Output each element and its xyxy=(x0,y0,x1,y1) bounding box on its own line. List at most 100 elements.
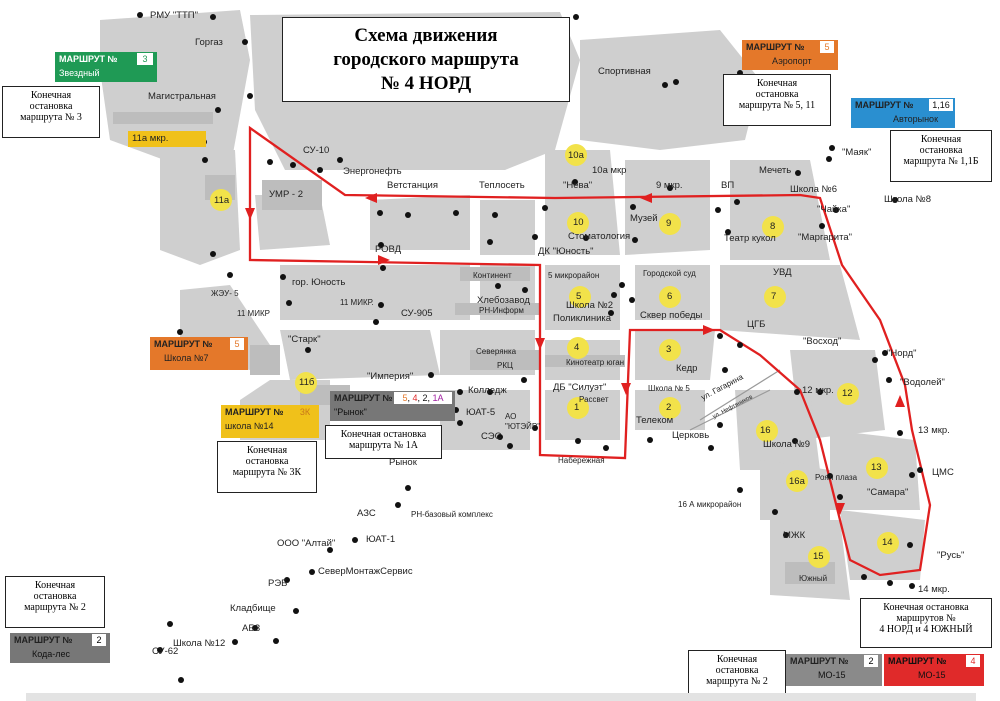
route-number: 2 xyxy=(92,634,106,646)
label-kolledzh: Колледж xyxy=(468,385,507,396)
note-line: остановка xyxy=(33,591,77,602)
route-stop: Школа №7 xyxy=(164,353,209,363)
label-mzhk: МЖК xyxy=(783,530,806,541)
route-number: 2 xyxy=(864,655,878,667)
route-badge-3[interactable]: МАРШРУТ № 3 Звездный xyxy=(55,52,157,82)
label-cms: ЦМС xyxy=(932,467,954,478)
terminal-note-route-2-south: Конечная остановка маршрута № 2 xyxy=(688,650,786,700)
label-10a-mkr: 10а мкр xyxy=(592,165,627,176)
note-line: Конечная остановка xyxy=(340,429,427,440)
label-vodoley: "Водолей" xyxy=(900,377,945,388)
route-badge-3k[interactable]: МАРШРУТ № 3К школа №14 xyxy=(221,405,319,438)
label-district-5: 5 xyxy=(576,291,582,302)
label-vp: ВП xyxy=(721,180,735,191)
label-kladbische: Кладбище xyxy=(230,603,276,614)
label-severmontazhservis: СеверМонтажСервис xyxy=(318,566,413,577)
label-school-5: Школа № 5 xyxy=(648,384,690,393)
label-nord: "Норд" xyxy=(887,348,917,359)
route-badge-2-mo15[interactable]: МАРШРУТ № 2 МО-15 xyxy=(786,654,882,686)
label-school-2: Школа №2 xyxy=(566,300,613,311)
label-hlebozavod: Хлебозавод xyxy=(477,295,530,306)
route-number: 3К xyxy=(295,406,315,418)
label-district-7: 7 xyxy=(771,291,777,302)
label-telekom: Телеком xyxy=(636,415,674,426)
route-stop: Авторынок xyxy=(893,114,938,124)
label-neva: "Нева" xyxy=(563,180,593,191)
route-badge-5-school7[interactable]: МАРШРУТ № 5 Школа №7 xyxy=(150,337,248,370)
label-district-3: 3 xyxy=(666,344,672,355)
terminal-note-route-3: Конечная остановка маршрута № 3 xyxy=(2,86,100,138)
label-rkc: РКЦ xyxy=(497,361,513,370)
label-gorodskoy-sud: Городской суд xyxy=(643,269,696,278)
note-line: Конечная xyxy=(716,654,758,665)
label-umr-2: УМР - 2 xyxy=(269,189,304,200)
title-line-2: городского маршрута xyxy=(333,49,519,70)
streets xyxy=(689,369,781,431)
note-line: Конечная xyxy=(246,445,288,456)
note-line: 4 НОРД и 4 ЮЖНЫЙ xyxy=(879,624,973,635)
label-district-6: 6 xyxy=(667,291,673,302)
terminal-note-route-1-1b: Конечная остановка маршрута № 1,1Б xyxy=(890,130,992,182)
label-yuzhnyy: Южный xyxy=(799,574,828,583)
label-district-15: 15 xyxy=(813,551,824,562)
title-line-3: № 4 НОРД xyxy=(380,73,472,94)
label-9-mkr: 9 мкр. xyxy=(656,180,683,191)
note-line: маршрута № 2 xyxy=(24,602,86,613)
label-energoneft: Энергонефть xyxy=(343,166,402,177)
label-rynok: Рынок xyxy=(389,457,417,468)
route-stop: "Рынок" xyxy=(334,407,367,417)
label-11-mikr-west: 11 МИКР xyxy=(237,309,270,318)
label-kontinent: Континент xyxy=(473,271,512,280)
label-voshod: "Восход" xyxy=(803,336,842,347)
note-line: Конечная остановка xyxy=(883,602,969,613)
label-ao-yutair: АО"ЮТЭЙР" xyxy=(505,412,541,431)
terminal-note-route-1a: Конечная остановка маршрута № 1А xyxy=(325,425,442,459)
route-num-4: 4 xyxy=(412,393,418,403)
note-line: маршрута № 1А xyxy=(349,440,418,451)
label-kedr: Кедр xyxy=(676,363,698,374)
note-line: маршрута № 3К xyxy=(232,467,302,478)
note-line: Конечная xyxy=(920,134,962,145)
route-stop: Кода-лес xyxy=(32,649,71,659)
route-label: МАРШРУТ № xyxy=(855,100,914,110)
label-imperiya: "Империя" xyxy=(367,371,414,382)
route-badge-rynok[interactable]: МАРШРУТ № 5, 4, 2, 1А "Рынок" xyxy=(330,391,455,421)
label-vetstanciya: Ветстанция xyxy=(387,180,438,191)
label-magistralnaya: Магистральная xyxy=(148,91,216,102)
label-district-2: 2 xyxy=(666,402,672,413)
label-su-10: СУ-10 xyxy=(303,145,330,156)
route-badge-2-koda[interactable]: МАРШРУТ № 2 Кода-лес xyxy=(10,633,110,663)
route-arrows xyxy=(245,193,905,515)
label-rn-bazovyy: РН-базовый комплекс xyxy=(411,510,493,519)
label-district-10a: 10а xyxy=(568,150,584,161)
note-line: маршрутов № xyxy=(896,613,956,624)
bottom-scroll-strip[interactable] xyxy=(26,693,976,701)
label-district-12: 12 xyxy=(842,388,853,399)
route-stop: Звездный xyxy=(59,68,100,78)
label-district-16: 16 xyxy=(760,425,771,436)
route-4-nord-line xyxy=(248,125,932,577)
note-line: остановка xyxy=(715,665,759,676)
note-line: маршрута № 1,1Б xyxy=(903,156,979,167)
label-abz: АБЗ xyxy=(242,623,261,634)
label-school-6: Школа №6 xyxy=(790,184,837,195)
route-stop: МО-15 xyxy=(818,670,846,680)
label-16a-microdistrict: 16 А микрорайон xyxy=(678,500,742,509)
title-line-1: Схема движения xyxy=(354,25,498,46)
label-school-8: Школа №8 xyxy=(884,194,931,205)
route-num-1a: 1А xyxy=(432,393,444,403)
label-ooo-altay: ООО "Алтай" xyxy=(277,538,336,549)
note-line: маршрута № 3 xyxy=(20,112,82,123)
label-azs: АЗС xyxy=(357,508,376,519)
note-line: остановка xyxy=(29,101,73,112)
label-skver-pobedy: Сквер победы xyxy=(640,310,703,321)
route-badge-5-airport[interactable]: МАРШРУТ № 5 Аэропорт xyxy=(742,40,838,70)
route-label: МАРШРУТ № xyxy=(225,407,284,417)
map-title: Схема движения городского маршрута № 4 Н… xyxy=(282,17,570,102)
route-number: 5 xyxy=(820,41,834,53)
route-badge-4-mo15[interactable]: МАРШРУТ № 4 МО-15 xyxy=(884,654,984,686)
label-rn-inform: РН-Информ xyxy=(479,306,524,315)
route-badge-1-16[interactable]: МАРШРУТ № 1,16 Авторынок xyxy=(851,98,955,128)
label-12-mkr: 12 мкр. xyxy=(802,385,834,396)
route-label: МАРШРУТ № xyxy=(14,635,73,645)
